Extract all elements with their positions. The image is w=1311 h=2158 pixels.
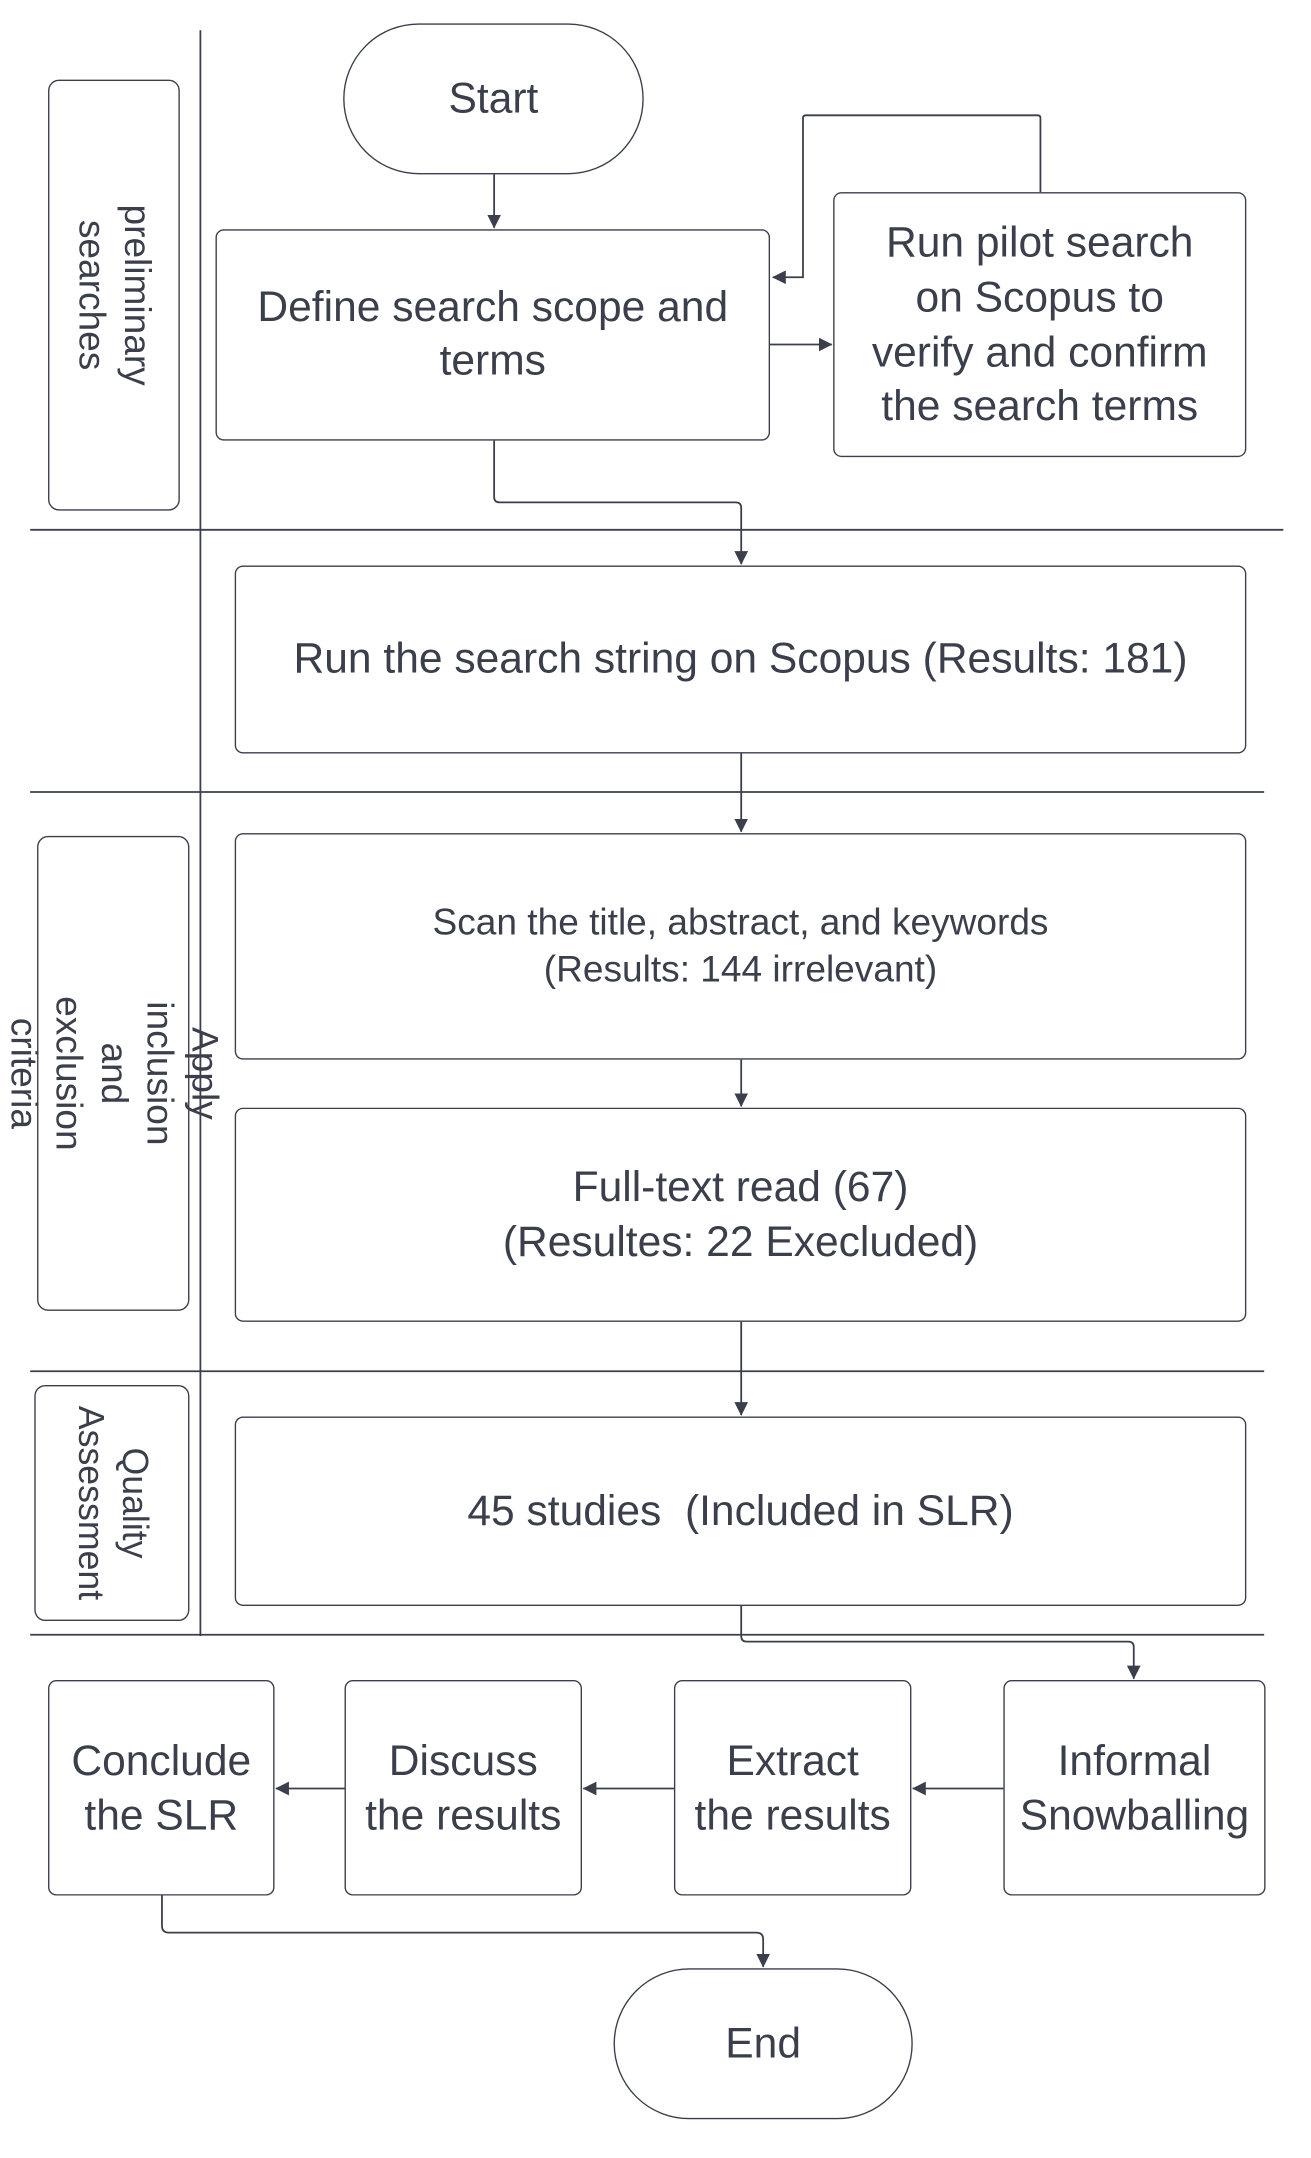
extract-results-label: Extract the results: [694, 1736, 891, 1839]
run-search-string-label: Run the search string on Scopus (Results…: [293, 634, 1188, 683]
arrow-conclude-to-end: [161, 1895, 771, 1968]
lane-label-preliminary-searches: preliminary searches: [48, 79, 180, 511]
discuss-results-box: Discuss the results: [344, 1680, 582, 1896]
conclude-slr-label: Conclude the SLR: [71, 1736, 252, 1839]
lane-label-quality-assessment: Quality Assessment: [34, 1384, 190, 1622]
full-text-read-label: Full-text read (67) (Resultes: 22 Execlu…: [502, 1163, 979, 1266]
end-terminal: End: [613, 1968, 913, 2120]
end-label: End: [725, 2018, 802, 2067]
run-search-string-box: Run the search string on Scopus (Results…: [234, 565, 1247, 754]
scan-title-abstract-box: Scan the title, abstract, and keywords (…: [234, 833, 1247, 1060]
define-search-scope-box: Define search scope and terms: [215, 229, 771, 441]
arrow-pilot-loop-to-define: [772, 114, 1042, 285]
pilot-search-label: Run pilot search on Scopus to verify and…: [871, 218, 1208, 430]
arrow-define-to-run-search: [493, 440, 749, 565]
discuss-results-label: Discuss the results: [365, 1736, 562, 1839]
included-studies-box: 45 studies (Included in SLR): [234, 1416, 1247, 1606]
start-label: Start: [448, 73, 539, 122]
lane-label-text: Quality Assessment: [70, 1405, 156, 1601]
conclude-slr-box: Conclude the SLR: [48, 1680, 275, 1896]
included-studies-label: 45 studies (Included in SLR): [467, 1486, 1014, 1535]
start-terminal: Start: [343, 23, 644, 175]
lane-label-text: Apply inclusion and exclusion criteria: [2, 996, 225, 1151]
scan-title-abstract-label: Scan the title, abstract, and keywords (…: [432, 901, 1049, 989]
extract-results-box: Extract the results: [673, 1680, 912, 1896]
snowballing-label: Informal Snowballing: [1019, 1736, 1250, 1839]
lane-label-text: preliminary searches: [71, 204, 158, 386]
lane-label-inclusion-exclusion: Apply inclusion and exclusion criteria: [3, 835, 225, 1311]
define-search-scope-label: Define search scope and terms: [257, 283, 729, 385]
full-text-read-box: Full-text read (67) (Resultes: 22 Execlu…: [234, 1107, 1247, 1322]
pilot-search-box: Run pilot search on Scopus to verify and…: [833, 192, 1247, 458]
snowballing-box: Informal Snowballing: [1003, 1680, 1266, 1896]
arrow-studies-to-snowballing: [740, 1605, 1141, 1680]
